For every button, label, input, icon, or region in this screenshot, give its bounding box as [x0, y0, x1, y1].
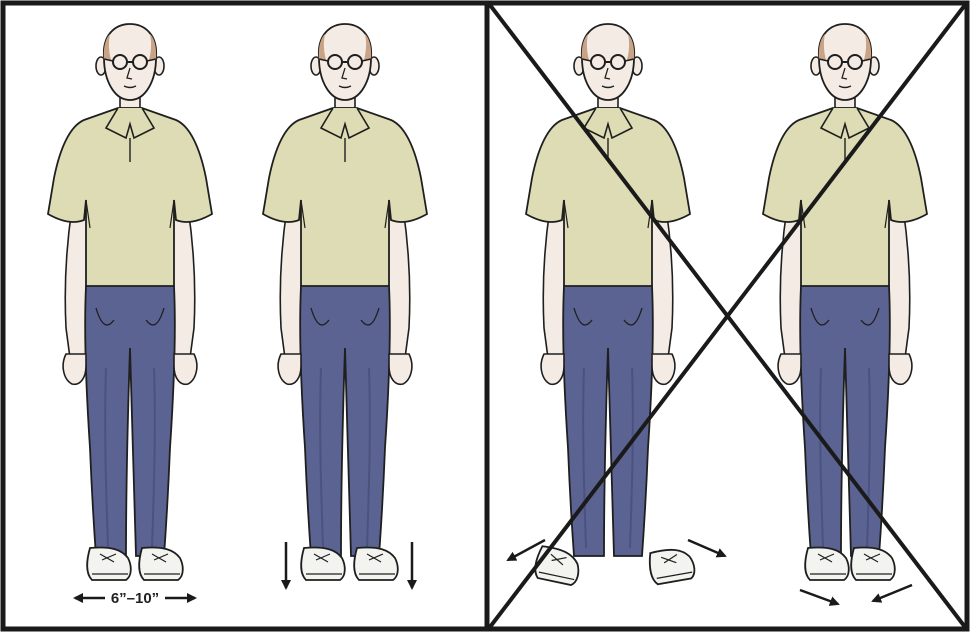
width-label: 6”–10”: [111, 590, 159, 607]
figure-weight-down: [263, 24, 427, 588]
outward-arrow: [688, 540, 725, 556]
inward-arrow: [800, 590, 838, 604]
correct-stance-panel: 6”–10”: [48, 24, 427, 607]
figure-feet-together: [763, 24, 927, 604]
figure-feet-splayed: [508, 24, 725, 586]
incorrect-stance-panel: [490, 5, 965, 627]
inward-arrow: [873, 585, 912, 601]
figure-feet-apart: 6”–10”: [48, 24, 212, 607]
